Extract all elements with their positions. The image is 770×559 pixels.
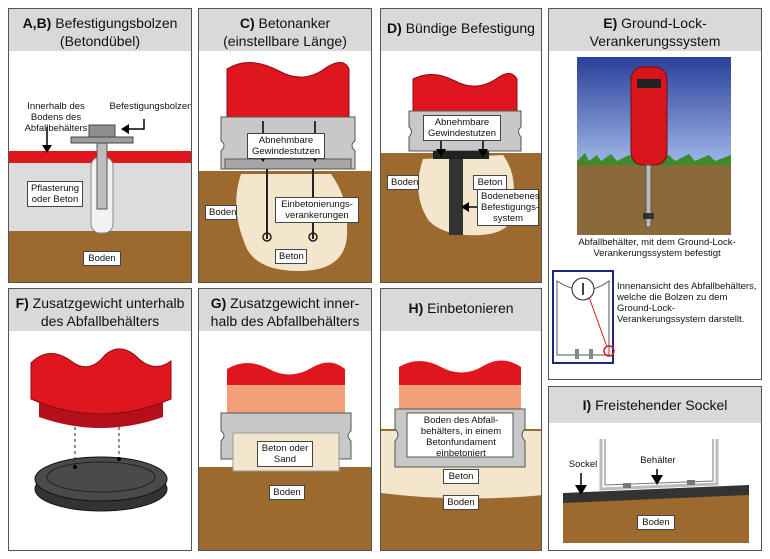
panel-i: I) Freistehender Sockel Sockel Behälter … xyxy=(548,386,762,551)
panel-c: C) Betonanker (einstellbare Länge) Abneh… xyxy=(198,8,372,283)
label-inside: Innerhalb des Bodens des Abfallbehälters xyxy=(24,101,88,134)
bolt-head xyxy=(88,124,116,138)
panel-d: D) Bündige Befestigung Abnehmbare Gewind… xyxy=(380,8,542,283)
panel-title: E) Ground-Lock- Verankerungssystem xyxy=(549,9,761,51)
label-ground: Boden xyxy=(205,205,237,220)
panel-title: I) Freistehender Sockel xyxy=(549,387,761,423)
e-illustration xyxy=(552,57,731,364)
label-ground: Boden xyxy=(443,495,479,510)
label-bolt: Befestigungsbolzen xyxy=(109,101,192,112)
label-bottom: Boden des Abfall-behälters, in einem Bet… xyxy=(420,415,502,459)
caption-2: Innenansicht des Abfallbehälters, welche… xyxy=(617,281,757,325)
panel-title: G) Zusatzgewicht inner- halb des Abfallb… xyxy=(199,289,371,331)
panel-ab: A,B) Befestigungsbolzen (Betondübel) Inn… xyxy=(8,8,192,283)
panel-g: G) Zusatzgewicht inner- halb des Abfallb… xyxy=(198,288,372,551)
weight-fill xyxy=(227,385,345,413)
panel-title: D) Bündige Befestigung xyxy=(381,9,541,51)
panel-title: F) Zusatzgewicht unterhalb des Abfallbeh… xyxy=(9,289,191,331)
label-paving: Pflasterung oder Beton xyxy=(27,181,83,207)
washer xyxy=(70,136,134,144)
label-system: Bodenebenes Befestigungs-system xyxy=(477,189,540,226)
soil-layer xyxy=(199,467,371,550)
caption-1: Abfallbehälter, mit dem Ground-Lock-Vera… xyxy=(578,237,736,259)
label-concrete: Beton xyxy=(443,469,479,484)
label-concrete: Beton xyxy=(275,249,307,264)
label-studs: Abnehmbare Gewindestutzen xyxy=(423,115,501,141)
g-illustration xyxy=(199,362,371,550)
h-illustration xyxy=(381,360,541,550)
f-illustration xyxy=(30,348,172,512)
label-container: Behälter xyxy=(640,455,676,466)
base-plate xyxy=(563,485,749,503)
panel-e: E) Ground-Lock- Verankerungssystem Abfal… xyxy=(548,8,762,380)
label-base: Sockel xyxy=(568,459,598,470)
label-fill: Beton oder Sand xyxy=(257,441,313,467)
label-ground: Boden xyxy=(269,485,305,500)
label-ground: Boden xyxy=(637,515,675,530)
panel-title: A,B) Befestigungsbolzen (Betondübel) xyxy=(9,9,191,51)
label-anchors: Einbetonierungs-verankerungen xyxy=(275,197,359,223)
soil-photo xyxy=(577,161,731,235)
panel-title: C) Betonanker (einstellbare Länge) xyxy=(199,9,371,51)
panel-f: F) Zusatzgewicht unterhalb des Abfallbeh… xyxy=(8,288,192,551)
panel-title: H) Einbetonieren xyxy=(381,289,541,331)
label-ground: Boden xyxy=(387,175,419,190)
ab-illustration xyxy=(9,119,191,282)
label-ground: Boden xyxy=(83,251,121,266)
d-illustration xyxy=(381,73,541,282)
bolt-shaft xyxy=(96,138,108,210)
label-studs: Abnehmbare Gewindestutzen xyxy=(247,133,325,159)
label-concrete: Beton xyxy=(473,175,507,190)
flush-system xyxy=(449,159,463,235)
panel-h: H) Einbetonieren Boden des Abfall-behält… xyxy=(380,288,542,551)
